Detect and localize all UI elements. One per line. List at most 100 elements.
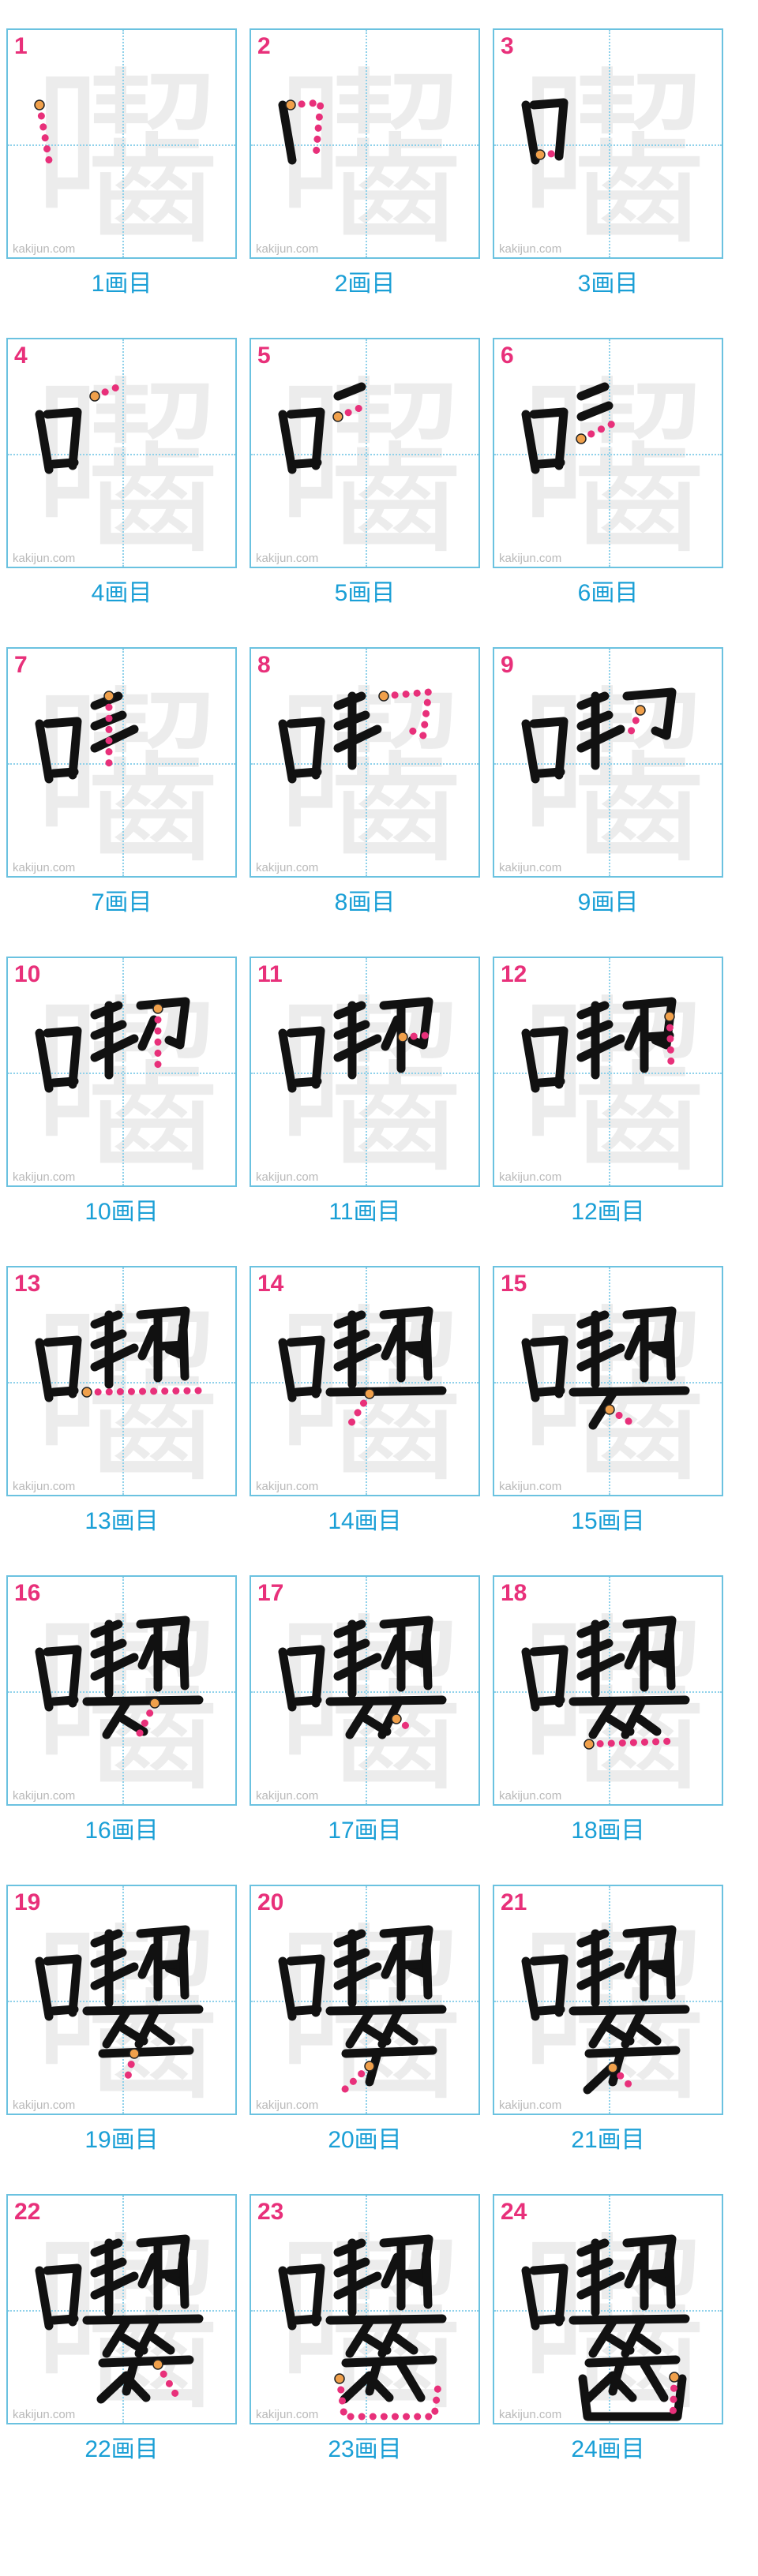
- stroke-number: 11: [257, 961, 283, 987]
- completed-stroke: [665, 1321, 676, 1381]
- site-watermark: kakijun.com: [499, 2099, 562, 2112]
- completed-stroke: [365, 2372, 394, 2402]
- completed-stroke: [381, 1324, 402, 1361]
- horizontal-guide-line: [251, 144, 478, 146]
- horizontal-guide-line: [8, 1073, 235, 1074]
- site-watermark: kakijun.com: [13, 2099, 76, 2112]
- stroke-caption: 10画目: [84, 1199, 159, 1225]
- site-watermark: kakijun.com: [13, 861, 76, 874]
- stroke-number: 18: [501, 1580, 527, 1606]
- completed-stroke: [588, 2008, 617, 2049]
- stroke-number: 8: [257, 652, 271, 678]
- site-watermark: kakijun.com: [13, 2408, 76, 2421]
- stroke-caption: 19画目: [84, 2127, 159, 2153]
- completed-stroke: [286, 1645, 325, 1708]
- completed-stroke: [624, 1943, 645, 1979]
- stroke-number: 6: [501, 343, 514, 369]
- stroke-number: 23: [257, 2199, 284, 2225]
- completed-stroke: [396, 2360, 426, 2402]
- stroke-caption: 8画目: [334, 889, 396, 915]
- completed-stroke: [341, 2355, 437, 2368]
- vertical-guide-line: [609, 1577, 610, 1804]
- completed-stroke: [178, 1940, 190, 2000]
- completed-stroke: [49, 1076, 79, 1088]
- completed-stroke: [535, 1076, 565, 1088]
- stroke-start-dot: [149, 1698, 160, 1709]
- completed-stroke: [377, 1698, 403, 1739]
- stroke-caption: 1画目: [91, 271, 152, 297]
- completed-stroke: [635, 2333, 662, 2355]
- completed-stroke: [621, 2008, 646, 2049]
- vertical-guide-line: [122, 1267, 124, 1495]
- completed-stroke: [35, 1338, 54, 1402]
- stroke-progress: [35, 1616, 204, 1739]
- completed-stroke: [134, 2317, 159, 2358]
- completed-stroke: [641, 1031, 674, 1042]
- stroke-progress: [521, 687, 677, 784]
- completed-stroke: [155, 2268, 188, 2279]
- horizontal-guide-line: [251, 2310, 478, 2312]
- stroke-number: 4: [14, 343, 28, 369]
- completed-stroke: [96, 2371, 131, 2404]
- horizontal-guide-line: [251, 1073, 478, 1074]
- completed-stroke: [35, 1028, 54, 1093]
- horizontal-guide-line: [494, 144, 722, 146]
- completed-stroke: [333, 2271, 382, 2300]
- completed-stroke: [43, 1335, 82, 1398]
- stroke-caption: 3画目: [577, 271, 639, 297]
- completed-stroke: [341, 2046, 437, 2058]
- current-stroke: [606, 1406, 634, 1426]
- completed-stroke: [529, 98, 568, 161]
- stroke-start-dot: [364, 1388, 375, 1399]
- completed-stroke: [43, 407, 82, 470]
- stroke-progress: [521, 1616, 690, 1750]
- completed-stroke: [521, 1956, 540, 2021]
- completed-stroke: [398, 1340, 431, 1351]
- completed-stroke: [576, 1034, 625, 1062]
- stroke-progress: [521, 382, 625, 474]
- vertical-guide-line: [366, 1577, 367, 1804]
- stroke-start-dot: [81, 1387, 92, 1398]
- completed-stroke: [535, 2314, 565, 2325]
- vertical-guide-line: [122, 1577, 124, 1804]
- ghost-kanji-glyph: 囓: [32, 50, 221, 257]
- completed-stroke: [148, 2024, 175, 2046]
- completed-stroke: [624, 1634, 645, 1670]
- stroke-start-dot: [669, 2372, 680, 2383]
- stroke-progress: [521, 1306, 690, 1430]
- stroke-start-dot: [391, 1713, 402, 1724]
- completed-stroke: [178, 1631, 190, 1690]
- completed-stroke: [286, 2263, 325, 2327]
- stroke-progress: [278, 688, 433, 784]
- vertical-guide-line: [609, 1886, 610, 2114]
- completed-stroke: [98, 2046, 194, 2058]
- stroke-start-dot: [364, 2061, 375, 2072]
- stroke-start-dot: [397, 1032, 408, 1043]
- completed-stroke: [178, 2249, 190, 2309]
- site-watermark: kakijun.com: [13, 1480, 76, 1493]
- completed-stroke: [90, 1962, 139, 1990]
- completed-stroke: [377, 2008, 403, 2049]
- stroke-start-dot: [535, 149, 546, 160]
- completed-stroke: [122, 2372, 151, 2402]
- stroke-number: 24: [501, 2199, 527, 2225]
- vertical-guide-line: [609, 339, 610, 567]
- stroke-number: 16: [14, 1580, 41, 1606]
- horizontal-guide-line: [8, 763, 235, 765]
- completed-stroke: [49, 2005, 79, 2016]
- stroke-number: 1: [14, 33, 28, 59]
- stroke-start-dot: [378, 691, 389, 702]
- completed-stroke: [381, 1015, 402, 1051]
- completed-stroke: [576, 401, 614, 421]
- stroke-start-dot: [285, 99, 296, 110]
